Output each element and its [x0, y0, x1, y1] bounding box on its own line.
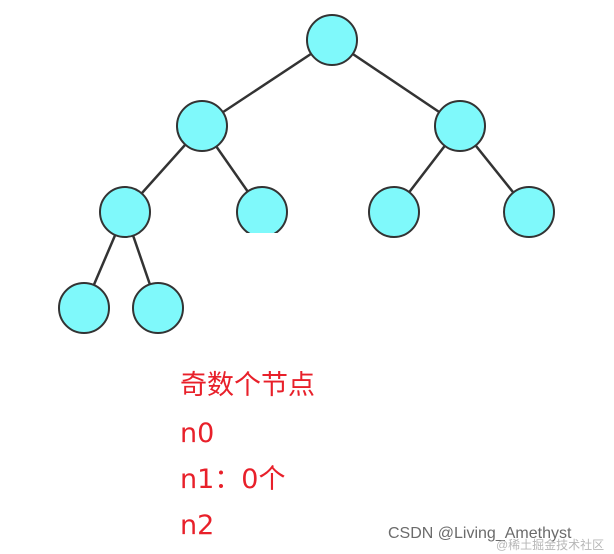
tree-node-l1b: [434, 100, 486, 152]
tree-node-l3b: [132, 282, 184, 334]
annotation-n1: n1：0个: [180, 464, 286, 495]
tree-node-l2d: [503, 186, 555, 238]
annotation-title: 奇数个节点: [180, 370, 315, 401]
tree-node-l2c: [368, 186, 420, 238]
tree-node-l3a: [58, 282, 110, 334]
tree-node-root: [306, 14, 358, 66]
tree-nodes: [58, 14, 555, 334]
annotation-n0: n0: [180, 418, 215, 449]
watermark-faint: @稀土掘金技术社区: [496, 538, 605, 552]
tree-node-l2b: [236, 186, 288, 233]
tree-node-l1a: [176, 100, 228, 152]
tree-node-l2a: [99, 186, 151, 238]
watermark: CSDN @Living_Amethyst: [388, 525, 572, 542]
tree-edges: [82, 38, 530, 309]
binary-tree-diagram: [58, 14, 555, 334]
annotation-n2: n2: [180, 510, 215, 541]
